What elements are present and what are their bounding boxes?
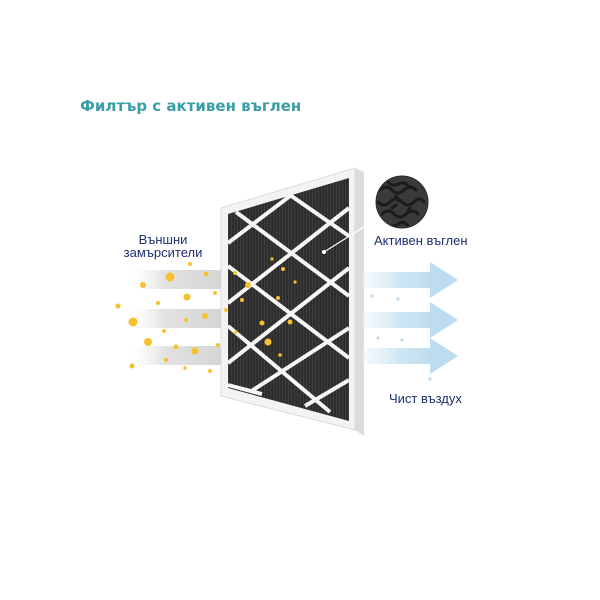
callout-line	[323, 214, 384, 253]
page-title: Филтър с активен въглен	[80, 97, 301, 115]
pollutant-particles	[115, 257, 297, 373]
filter-panel	[220, 167, 364, 436]
clean-air-label: Чист въздух	[389, 391, 462, 406]
activated-carbon-magnifier	[375, 175, 429, 229]
clean-air-arrow	[362, 302, 458, 338]
carbon-media	[228, 178, 349, 421]
activated-carbon-label: Активен въглен	[374, 233, 468, 248]
clean-air-arrow	[362, 262, 458, 298]
clean-air-arrow	[362, 338, 458, 374]
svg-text:Външни: Външни	[139, 232, 188, 247]
svg-text:замърсители: замърсители	[124, 245, 203, 260]
clean-air-arrows	[362, 262, 458, 381]
pollutants-label: Външни замърсители	[124, 232, 203, 260]
